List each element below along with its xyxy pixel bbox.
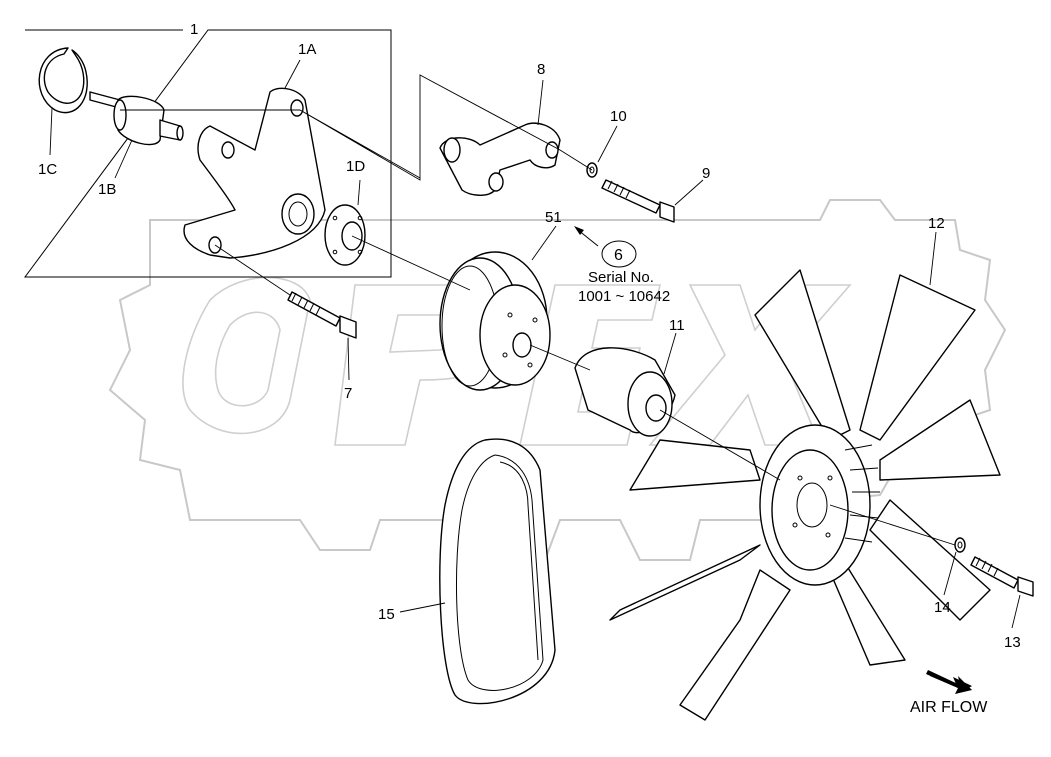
label-7: 7 [344, 385, 352, 402]
part-8-bracket [439, 122, 561, 196]
leader-13 [1011, 594, 1021, 629]
part-1c-snap-ring [38, 47, 88, 114]
leader-1d [357, 179, 361, 206]
label-1d: 1D [346, 158, 365, 175]
label-8: 8 [537, 61, 545, 78]
serial-note-line2: 1001 ~ 10642 [578, 288, 670, 305]
label-12: 12 [928, 215, 945, 232]
leader-7 [347, 337, 350, 381]
leader-10 [597, 125, 618, 163]
part-15-belt [439, 438, 556, 705]
label-1a: 1A [298, 41, 316, 58]
part-1b-shaft [89, 91, 184, 146]
label-9: 9 [702, 165, 710, 182]
label-13: 13 [1004, 634, 1021, 651]
part-1d-flange [324, 204, 366, 266]
serial-note-line1: Serial No. [588, 269, 654, 286]
leader-14 [943, 551, 957, 596]
assembly-1-frame [24, 29, 392, 278]
leader-12 [929, 231, 937, 286]
part-51-pulley [439, 251, 551, 391]
label-10: 10 [610, 108, 627, 125]
leader-15 [399, 602, 446, 613]
label-51: 51 [545, 209, 562, 226]
air-flow-label: AIR FLOW [910, 699, 988, 716]
leader-1a [284, 59, 301, 89]
part-13-bolt [970, 556, 1034, 597]
label-15: 15 [378, 606, 395, 623]
label-11: 11 [669, 317, 685, 334]
part-7-bolt [287, 291, 357, 339]
label-1: 1 [190, 21, 198, 38]
reference-6-number: 6 [614, 247, 623, 264]
part-14-washer [954, 537, 966, 553]
label-1c: 1C [38, 161, 57, 178]
air-flow-arrow-icon [926, 670, 972, 694]
leader-1b [114, 139, 133, 179]
leader-11 [663, 332, 677, 375]
part-12-fan [609, 269, 1001, 721]
leader-8 [537, 79, 544, 126]
label-14: 14 [934, 599, 951, 616]
reference-6: 6 [574, 226, 637, 268]
leader-51 [531, 225, 557, 261]
axis-lines [120, 74, 956, 546]
leader-1c [49, 107, 53, 156]
part-9-bolt [601, 179, 675, 223]
leader-9 [674, 179, 704, 206]
label-1b: 1B [98, 181, 116, 198]
air-flow-indicator [926, 670, 972, 694]
part-1a-bracket [183, 87, 326, 259]
watermark-letter-o [182, 276, 311, 435]
part-11-spacer [574, 347, 676, 437]
